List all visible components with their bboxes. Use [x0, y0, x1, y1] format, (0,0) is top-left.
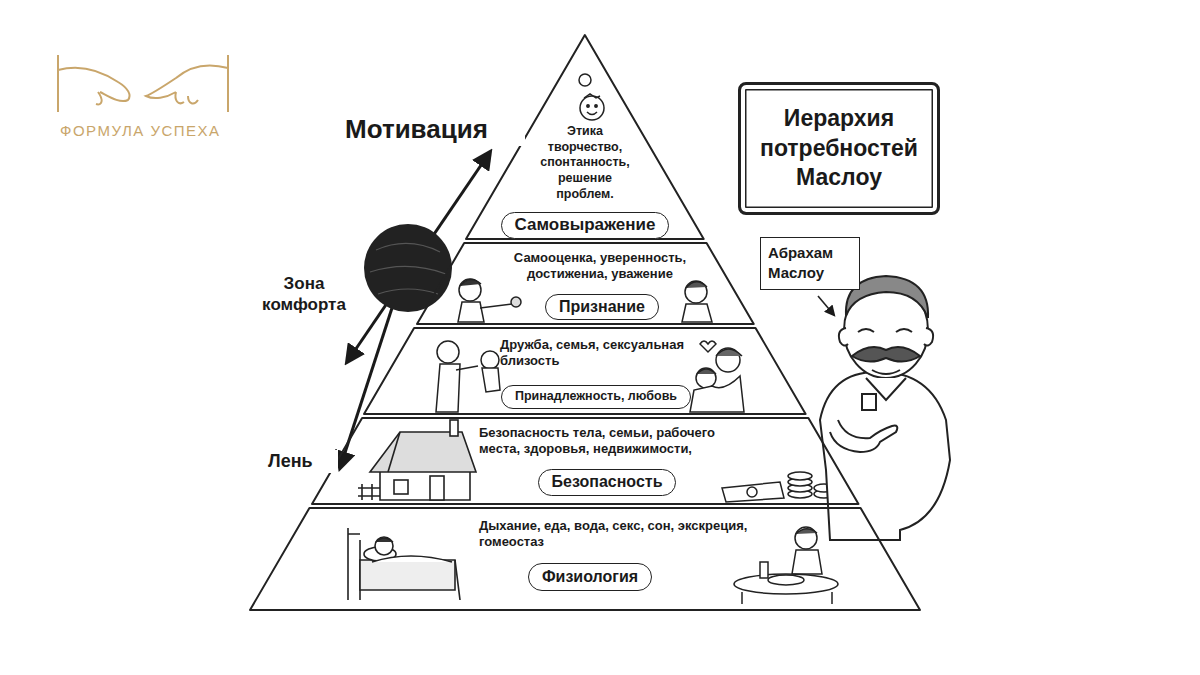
label-text: Абрахам Маслоу [761, 238, 859, 289]
comfort-ball [340, 152, 490, 468]
leader-arrow [818, 296, 834, 315]
name-box: Абрахам Маслоу [760, 237, 860, 290]
label-text: Безопасность тела, семьи, рабочего места… [479, 425, 749, 458]
level-pill: Безопасность [538, 469, 677, 496]
title-box: Иерархия потребностей Маслоу [738, 82, 940, 215]
label-text: Безопасность [539, 470, 676, 494]
pyramid-band: Безопасность тела, семьи, рабочего места… [312, 418, 858, 504]
label-text: Признание [546, 295, 658, 318]
maslow-figure [820, 276, 950, 540]
label-text: Дружба, семья, сексуальная близость [500, 337, 700, 370]
label-text: Самовыражение [502, 213, 669, 237]
label-text: Этика творчество, спонтанность, решение … [533, 124, 637, 202]
label-text: Самооценка, уверенность, достижениа, ува… [492, 250, 707, 283]
level-pill: Признание [545, 294, 659, 320]
pyramid-band: Дружба, семья, сексуальная близостьПрина… [364, 328, 806, 414]
side-label: Лень [268, 450, 338, 473]
level-pill: Самовыражение [501, 212, 670, 239]
bed [348, 528, 460, 600]
side-label: Зона комфорта [248, 273, 360, 316]
recognition-figures [458, 279, 712, 322]
label-text: Иерархия потребностей Маслоу [741, 90, 937, 208]
pyramid-band: Дыхание, еда, вода, секс, сон, экскреция… [250, 508, 920, 610]
boy-eating [734, 527, 838, 604]
logo-hands [58, 55, 228, 112]
label-text: Дыхание, еда, вода, секс, сон, экскреция… [479, 518, 749, 551]
pyramid-band: Самооценка, уверенность, достижениа, ува… [417, 243, 754, 324]
label-text: Принадлежность, любовь [502, 386, 690, 407]
side-label: Мотивация [345, 113, 525, 146]
label-text: Физиология [529, 564, 651, 589]
house [358, 420, 476, 500]
money [722, 472, 834, 502]
level-pill: Физиология [528, 563, 652, 591]
watermark-logo: ФОРМУЛА УСПЕХА [60, 122, 235, 141]
level-pill: Принадлежность, любовь [501, 385, 691, 409]
apex-figure [579, 74, 604, 120]
